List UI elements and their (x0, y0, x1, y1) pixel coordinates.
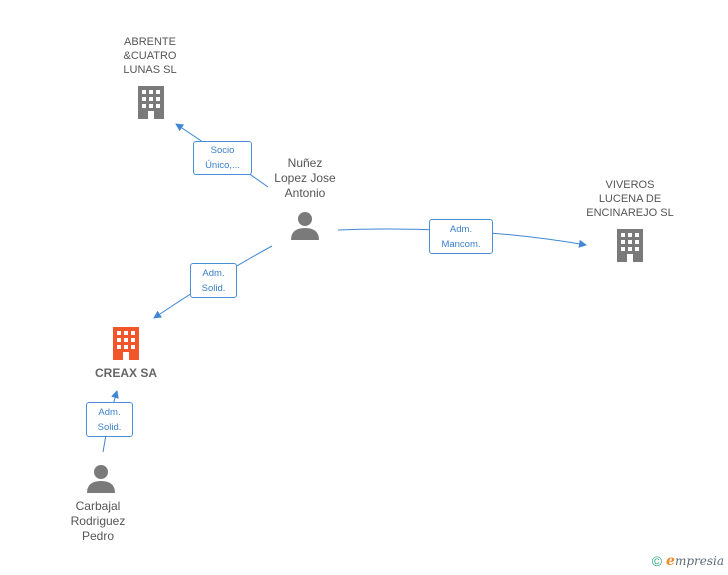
brand-name: mpresia (674, 554, 724, 568)
node-label-creax[interactable]: CREAX SA (94, 366, 157, 380)
building-icon (138, 86, 164, 119)
edge-label-mancom: Adm. Mancom. (429, 219, 493, 254)
copyright-icon: © (651, 553, 663, 569)
node-label-viveros[interactable]: VIVEROS LUCENA DE ENCINAREJO SL (586, 179, 674, 219)
node-label-nunez[interactable]: Nuñez Lopez Jose Antonio (274, 156, 336, 200)
edge-label-solid1: Adm. Solid. (190, 263, 237, 298)
node-label-abrente[interactable]: ABRENTE &CUATRO LUNAS SL (123, 36, 177, 76)
brand-logo: © empresia (652, 553, 724, 569)
node-label-carbajal[interactable]: Carbajal Rodriguez Pedro (70, 499, 126, 543)
person-icon (87, 465, 115, 493)
edge-label-socio: Socio Único,... (193, 141, 252, 175)
edge-label-solid2: Adm. Solid. (86, 402, 133, 437)
building-icon (617, 229, 643, 262)
building-icon (113, 327, 139, 360)
brand-initial: e (666, 553, 675, 569)
person-icon (291, 212, 319, 240)
